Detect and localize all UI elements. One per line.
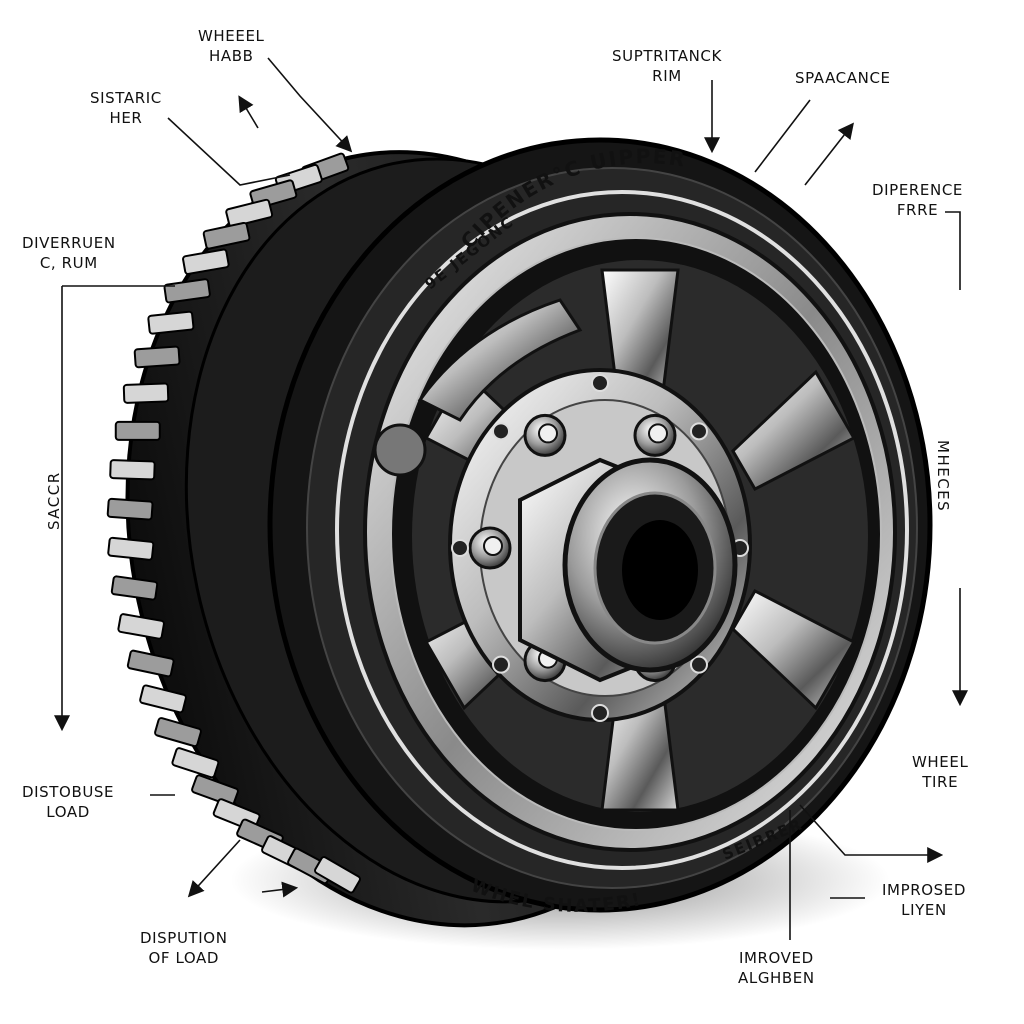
rim-bolt-hole [451, 539, 469, 557]
label-diperence-frre: DIPERENCE FRRE [872, 181, 963, 219]
leader-lines [54, 57, 968, 940]
tread-block [225, 198, 274, 228]
tread-block [107, 536, 155, 561]
label-distobuse-load: DISTOBUSE LOAD [22, 783, 115, 821]
tread-block [122, 382, 170, 404]
rim-bolt-hole [591, 374, 609, 392]
rim-bolt-hole [492, 422, 511, 441]
label-improsed-liyen: IMPROSED LIYEN [882, 881, 966, 919]
tread-block [191, 774, 239, 807]
lug-nut [523, 413, 567, 457]
label-sistaric-her: SISTARIC HER [90, 89, 162, 127]
tread-block [171, 747, 220, 779]
lug-nut [468, 526, 512, 570]
label-spaacance: SPAACANCE [795, 69, 891, 87]
label-suptritanck-rim: SUPTRITANCK RIM [612, 47, 722, 85]
label-saccr: SACCR [45, 471, 63, 530]
tread-block [106, 497, 154, 521]
brake-caliper [373, 298, 583, 477]
tread-block [314, 856, 361, 894]
label-dispution-of-load: DISPUTION OF LOAD [140, 929, 228, 967]
tread-block [133, 345, 181, 369]
label-diverruen-rum: DIVERRUEN C, RUM [22, 234, 116, 272]
tread-block [109, 459, 156, 481]
tread-block [139, 684, 187, 714]
rim-bolt-hole [689, 422, 708, 441]
label-wheel-tire: WHEEL TIRE [912, 753, 969, 791]
tread-block [163, 278, 211, 304]
tread-block [110, 575, 159, 601]
lug-nut [633, 413, 677, 457]
tread-block [117, 613, 165, 640]
tread-block [154, 717, 202, 748]
spoke [731, 369, 856, 492]
tread-block [126, 649, 175, 678]
tread-block [202, 221, 251, 250]
label-wheel-habb: WHEEEL HABB [198, 27, 265, 65]
rim-bolt-hole [492, 655, 511, 674]
rim-bolt-hole [591, 704, 609, 722]
label-improved-alghben: IMROVED ALGHBEN [738, 949, 815, 987]
tread-block [182, 248, 230, 275]
tread-blocks [106, 152, 361, 894]
hub-center [518, 457, 738, 683]
tread-block [114, 420, 161, 441]
label-mheces: MHECES [934, 440, 952, 513]
tread-block [147, 310, 195, 335]
spoke [731, 588, 856, 711]
rim-bolt-hole [689, 655, 708, 674]
